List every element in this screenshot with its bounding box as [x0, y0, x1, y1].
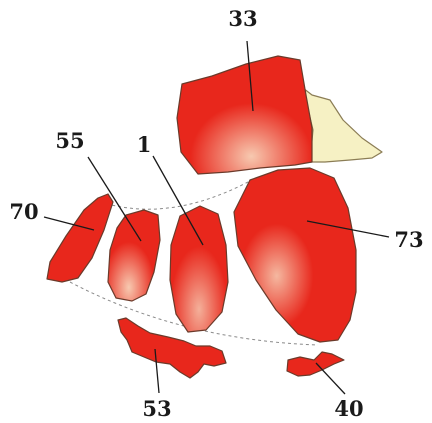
- fragment-1: [170, 206, 228, 332]
- fragment-55: [108, 210, 160, 301]
- fragment-33: [177, 56, 312, 174]
- label-33: 33: [228, 6, 257, 31]
- label-70: 70: [9, 199, 38, 224]
- fragment-40: [287, 352, 344, 376]
- fragment-70: [47, 194, 113, 282]
- label-73: 73: [394, 227, 423, 252]
- label-55: 55: [55, 128, 84, 153]
- fragment-73: [234, 168, 356, 342]
- label-40: 40: [334, 396, 363, 421]
- fragment-53: [118, 318, 226, 378]
- label-53: 53: [142, 396, 171, 421]
- leader-line-40: [316, 363, 345, 394]
- label-1: 1: [137, 132, 152, 157]
- missing-area-region: [303, 88, 382, 162]
